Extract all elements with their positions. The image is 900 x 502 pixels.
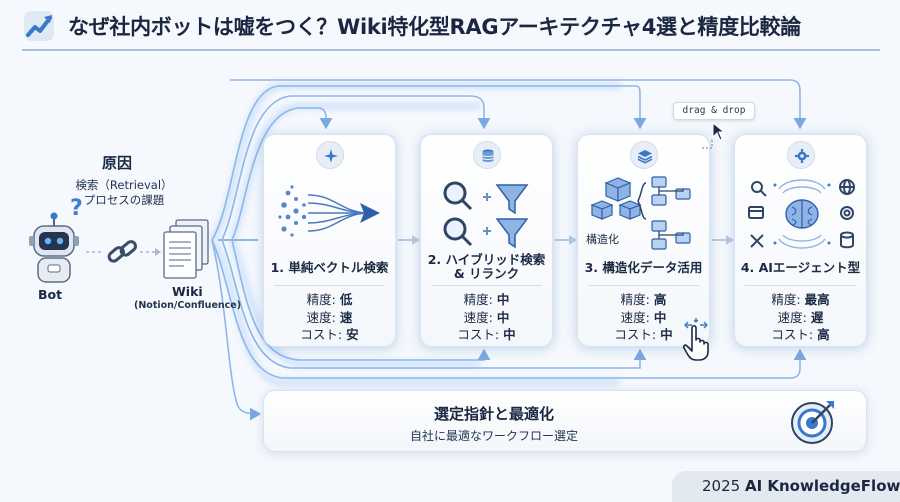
- footer-text: 2025 AI KnowledgeFlow: [702, 477, 900, 495]
- footer-brand-bar: 2025 AI KnowledgeFlow: [672, 471, 900, 502]
- vector-flow-icon: [278, 185, 380, 237]
- metric-accuracy: 精度: 中: [463, 292, 510, 307]
- broken-link-icon: [107, 240, 138, 263]
- drag-drop-tooltip: drag & drop: [673, 102, 755, 120]
- wiki-documents-icon: [163, 219, 209, 279]
- footer-year: 2025: [702, 477, 741, 495]
- metric-accuracy: 精度: 高: [620, 292, 667, 307]
- arrow-cursor-icon: [712, 122, 726, 141]
- structure-tree-icon: [590, 176, 691, 250]
- ai-brain-tools-icon: [748, 179, 855, 249]
- robot-bot-icon: [29, 212, 79, 283]
- cause-title: 原因: [102, 154, 133, 172]
- structure-label: 構造化: [586, 233, 619, 246]
- metric-accuracy: 精度: 低: [306, 292, 353, 307]
- page-title: なぜ社内ボットは嘘をつく？Wiki特化型RAGアーキテクチャ4選と精度比較論: [68, 15, 801, 39]
- cause-line-1: 検索（Retrieval）: [75, 178, 173, 192]
- trend-logo-icon: [24, 11, 54, 41]
- drag-handle-icon[interactable]: [683, 316, 709, 334]
- layers-badge-icon: [629, 141, 658, 169]
- metric-accuracy: 精度: 最高: [771, 292, 830, 307]
- header-divider: [22, 49, 880, 51]
- metric-cost: コスト: 高: [771, 327, 830, 342]
- question-mark: ?: [70, 196, 83, 221]
- cause-line-2: プロセスの課題: [83, 193, 165, 207]
- card-structured-data[interactable]: 構造化 3. 構造化データ活用 精度: 高 速度: 中 コスト: 中: [577, 134, 710, 347]
- metric-speed: 速度: 中: [463, 309, 510, 325]
- metric-speed: 速度: 中: [620, 309, 667, 325]
- bot-label: Bot: [38, 287, 63, 302]
- gear-badge-icon: [786, 141, 815, 169]
- hand-pointer-cursor-icon: [682, 324, 709, 361]
- cause-description: 検索（Retrieval） プロセスの課題: [64, 178, 184, 208]
- selection-guide-banner[interactable]: 選定指針と最適化 自社に最適なワークフロー選定: [263, 390, 867, 452]
- card-metrics: 精度: 最高 速度: 遅 コスト: 高: [735, 291, 866, 344]
- banner-title: 選定指針と最適化: [433, 405, 554, 423]
- card-title: 1. 単純ベクトル検索: [270, 260, 389, 275]
- footer-brand: AI KnowledgeFlow: [744, 477, 900, 495]
- metric-speed: 速度: 遅: [777, 309, 824, 325]
- card-simple-vector-search[interactable]: 1. 単純ベクトル検索 精度: 低 速度: 速 コスト: 安: [263, 134, 396, 347]
- card-hybrid-search-rerank[interactable]: 2. ハイブリッド検索 & リランク 精度: 中 速度: 中 コスト: 中: [420, 134, 553, 347]
- card-divider: [588, 285, 699, 286]
- wiki-label: Wiki: [172, 284, 203, 299]
- header: なぜ社内ボットは嘘をつく？Wiki特化型RAGアーキテクチャ4選と精度比較論: [0, 0, 900, 52]
- drag-corner-icon: [702, 138, 713, 149]
- sparkle-badge-icon: [315, 141, 344, 169]
- card-ai-agent[interactable]: 4. AIエージェント型 精度: 最高 速度: 遅 コスト: 高: [734, 134, 867, 347]
- card-title: 2. ハイブリッド検索 & リランク: [427, 252, 546, 281]
- metric-cost: コスト: 中: [614, 327, 673, 342]
- target-icon: [791, 401, 834, 444]
- card-divider: [274, 285, 385, 286]
- card-metrics: 精度: 低 速度: 速 コスト: 安: [264, 291, 395, 344]
- card-metrics: 精度: 中 速度: 中 コスト: 中: [421, 291, 552, 344]
- card-title: 4. AIエージェント型: [740, 260, 861, 275]
- metric-speed: 速度: 速: [306, 309, 353, 325]
- card-metrics: 精度: 高 速度: 中 コスト: 中: [578, 291, 709, 344]
- database-badge-icon: [472, 141, 501, 169]
- card-divider: [745, 285, 856, 286]
- wiki-sources: (Notion/Confluence): [134, 300, 242, 311]
- card-title: 3. 構造化データ活用: [584, 260, 703, 275]
- banner-subtitle: 自社に最適なワークフロー選定: [409, 429, 578, 443]
- card-divider: [431, 285, 542, 286]
- search-filter-icon: [443, 181, 529, 249]
- metric-cost: コスト: 中: [457, 327, 516, 342]
- metric-cost: コスト: 安: [300, 327, 359, 342]
